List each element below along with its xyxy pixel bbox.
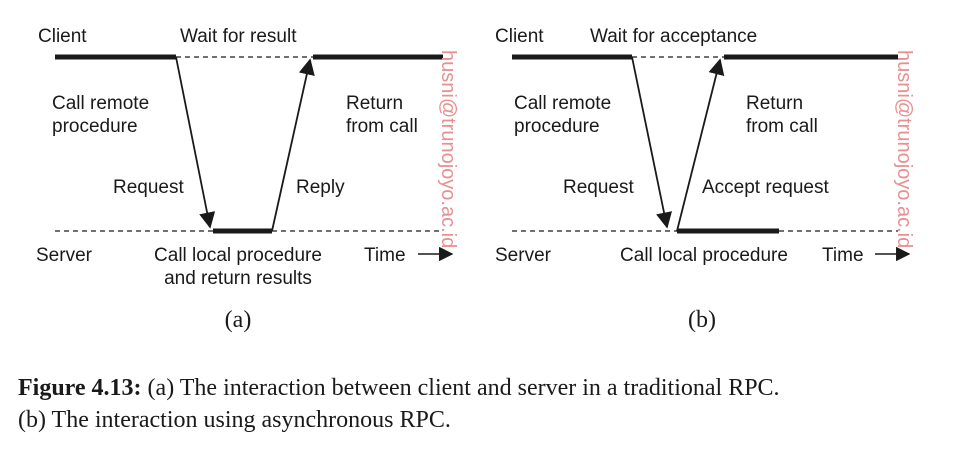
subfigure-label-a: (a) xyxy=(225,307,252,333)
local-proc-label-2: and return results xyxy=(164,268,312,289)
figure-caption: Figure 4.13: (a) The interaction between… xyxy=(18,372,958,436)
local-proc-label-1: Call local procedure xyxy=(154,245,322,266)
server-label: Server xyxy=(495,245,552,266)
request-label: Request xyxy=(563,177,634,198)
watermark-a: husni@trunojoyo.ac.id xyxy=(437,50,459,248)
subfigure-label-b: (b) xyxy=(688,307,716,333)
wait-label: Wait for result xyxy=(180,26,297,47)
client-label: Client xyxy=(495,26,544,47)
caption-line-1: (a) The interaction between client and s… xyxy=(141,375,780,401)
watermark-b: husni@trunojoyo.ac.id xyxy=(893,50,915,248)
reply-arrow xyxy=(271,58,315,232)
return-label-1: Return xyxy=(746,93,803,114)
return-label-2: from call xyxy=(746,116,818,137)
accept-arrow xyxy=(676,58,725,232)
time-label: Time xyxy=(822,245,864,266)
call-remote-label-1: Call remote xyxy=(52,93,149,114)
server-label: Server xyxy=(36,245,93,266)
client-label: Client xyxy=(38,26,87,47)
return-label-1: Return xyxy=(346,93,403,114)
call-remote-label-1: Call remote xyxy=(514,93,611,114)
call-remote-label-2: procedure xyxy=(52,116,138,137)
request-arrow xyxy=(175,56,216,229)
caption-line-2: (b) The interaction using asynchronous R… xyxy=(18,407,451,433)
wait-label: Wait for acceptance xyxy=(590,26,757,47)
request-label: Request xyxy=(113,177,184,198)
request-arrow xyxy=(631,56,672,229)
time-label: Time xyxy=(364,245,406,266)
figure-number: Figure 4.13: xyxy=(18,375,142,401)
diagram-b: Client Wait for acceptance Call remote p… xyxy=(495,26,915,333)
diagram-a: Client Wait for result Call remote proce… xyxy=(36,26,459,333)
call-remote-label-2: procedure xyxy=(514,116,600,137)
reply-label: Reply xyxy=(296,177,345,198)
local-proc-label: Call local procedure xyxy=(620,245,788,266)
return-label-2: from call xyxy=(346,116,418,137)
accept-label: Accept request xyxy=(702,177,829,198)
